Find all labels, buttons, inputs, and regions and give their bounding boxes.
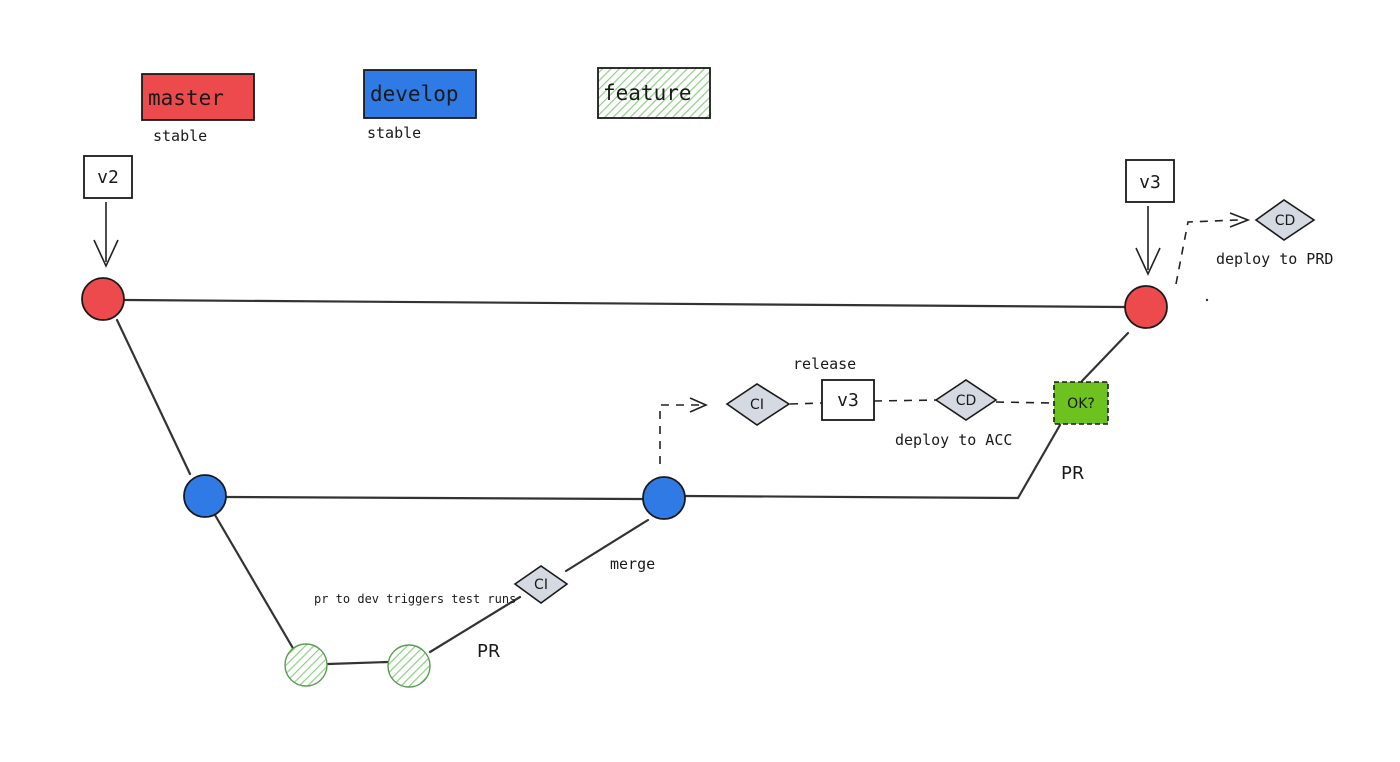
master-to-develop-line xyxy=(115,318,192,476)
develop-commit-merge xyxy=(642,476,686,520)
legend-feature: feature xyxy=(597,67,711,119)
cd-acc-node: CD xyxy=(934,379,998,421)
ci-feature-node: CI xyxy=(513,565,569,604)
stray-dot xyxy=(1205,298,1209,302)
pr-note-label: pr to dev triggers test runs xyxy=(314,592,516,606)
deploy-acc-label: deploy to ACC xyxy=(895,431,1012,449)
master-commit-v3 xyxy=(1124,285,1168,329)
tag-v3-arrow xyxy=(1135,206,1161,276)
legend-develop-sublabel: stable xyxy=(367,124,421,142)
feature-commit-2 xyxy=(387,644,431,688)
legend-feature-label: feature xyxy=(603,81,692,105)
tag-v3-release: v3 xyxy=(821,379,875,421)
legend-master-sublabel: stable xyxy=(153,127,207,145)
develop-commit-start xyxy=(183,474,227,518)
cd-prd-label: CD xyxy=(1275,213,1296,229)
feature-pr-line xyxy=(428,595,522,654)
tag-v3-master-label: v3 xyxy=(1139,172,1161,193)
release-pipeline-arrowhead xyxy=(689,397,708,413)
legend-master: master stable xyxy=(141,73,255,145)
legend-feature-swatch xyxy=(597,67,711,119)
feature-merge-line xyxy=(564,518,650,573)
v3-to-cd-dashes xyxy=(873,399,937,402)
master-branch-line xyxy=(122,298,1126,309)
tag-v2: v2 xyxy=(83,155,133,199)
pr-release-label: PR xyxy=(1061,463,1084,484)
prd-arrowhead xyxy=(1229,212,1251,228)
ci-release-node: CI xyxy=(725,383,791,426)
legend-develop-swatch xyxy=(363,69,477,119)
tag-v3-master: v3 xyxy=(1125,159,1175,203)
legend-master-label: master xyxy=(148,86,224,110)
cd-to-ok-dashes xyxy=(995,401,1055,404)
pr-feature-label: PR xyxy=(477,641,500,662)
legend-develop-label: develop xyxy=(370,82,459,106)
develop-release-pr-line xyxy=(684,423,1062,500)
cd-prd-node: CD xyxy=(1254,199,1316,241)
release-to-master-line xyxy=(1080,331,1130,383)
tag-v2-label: v2 xyxy=(97,167,119,188)
develop-to-feature-line xyxy=(213,513,296,652)
master-commit-v2 xyxy=(81,277,125,321)
release-label: release xyxy=(793,355,856,373)
feature-commit-1 xyxy=(284,643,328,687)
cd-acc-label: CD xyxy=(956,393,977,409)
tag-v3-release-label: v3 xyxy=(837,390,859,411)
feature-branch-line xyxy=(326,660,390,666)
legend-master-swatch xyxy=(141,73,255,121)
ci-to-v3-dashes xyxy=(789,402,823,405)
ok-gate: OK? xyxy=(1053,381,1109,425)
deploy-prd-label: deploy to PRD xyxy=(1216,250,1333,268)
ci-feature-label: CI xyxy=(534,577,548,593)
ci-release-label: CI xyxy=(750,397,764,413)
release-pipeline-dashes xyxy=(659,404,700,464)
master-to-prd-dashes xyxy=(1175,219,1239,285)
ok-gate-label: OK? xyxy=(1067,396,1095,412)
merge-label: merge xyxy=(610,555,655,573)
tag-v2-arrow xyxy=(93,202,119,268)
develop-branch-line xyxy=(225,495,644,501)
legend-develop: develop stable xyxy=(363,69,477,142)
